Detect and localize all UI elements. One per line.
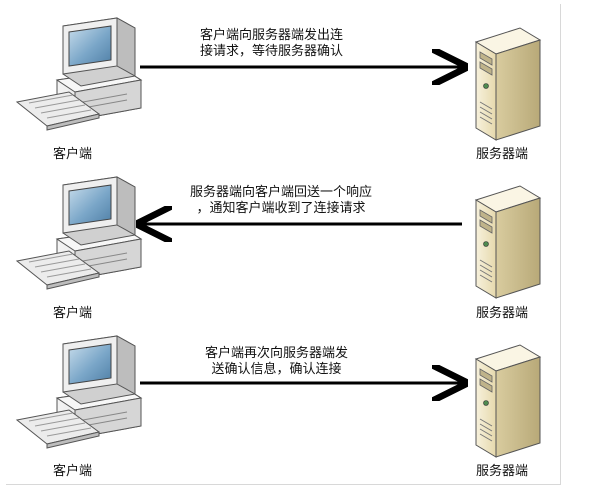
message-step-1: 客户端向服务器端发出连 接请求，等待服务器确认 [200,28,343,60]
client-computer-1 [16,17,142,131]
client-label-1: 客户端 [53,147,93,162]
server-label-2: 服务器端 [476,306,529,321]
desktop-computer-icon [16,335,142,449]
server-tower-icon [475,185,541,299]
frame-edge-right [560,4,561,484]
message-line: 送确认信息，确认连接 [211,362,342,377]
message-step-2: 服务器端向客户端回送一个响应 ，通知客户端收到了连接请求 [190,185,372,217]
server-tower-icon [475,27,541,141]
message-line: ，通知客户端收到了连接请求 [196,201,366,216]
message-line: 服务器端向客户端回送一个响应 [190,185,373,200]
message-line: 客户端向服务器端发出连 [200,28,344,43]
message-step-3: 客户端再次向服务器端发 送确认信息，确认连接 [205,346,348,378]
message-line: 接请求，等待服务器确认 [200,44,344,59]
frame-edge-bottom [6,484,561,485]
server-tower-icon [475,344,541,458]
desktop-computer-icon [16,17,142,131]
message-line: 客户端再次向服务器端发 [205,346,349,361]
client-computer-3 [16,335,142,449]
desktop-computer-icon [16,176,142,290]
server-2 [475,185,541,299]
server-1 [475,27,541,141]
server-label-1: 服务器端 [476,147,529,162]
server-label-3: 服务器端 [476,464,529,479]
client-label-2: 客户端 [53,306,93,321]
client-computer-2 [16,176,142,290]
server-3 [475,344,541,458]
client-label-3: 客户端 [53,464,93,479]
